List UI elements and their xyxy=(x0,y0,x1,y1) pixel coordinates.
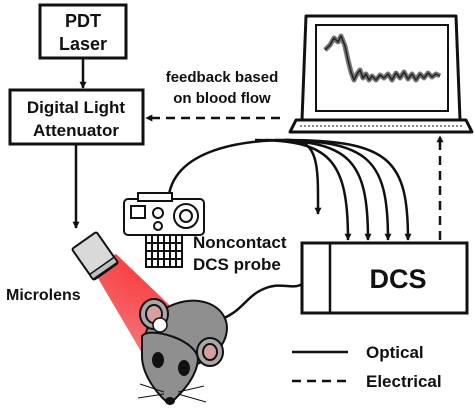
pdt-laser-label-line1: PDT xyxy=(65,11,101,31)
optical-fiber-bundle xyxy=(166,138,412,241)
attenuator-label-line2: Attenuator xyxy=(33,121,119,140)
dcs-label: DCS xyxy=(369,264,426,294)
probe-label-line2: DCS probe xyxy=(193,255,281,274)
microlens-label: Microlens xyxy=(6,287,81,304)
legend-optical-label: Optical xyxy=(366,343,424,362)
mouse-icon xyxy=(137,282,303,406)
pdt-laser-box: PDT Laser xyxy=(38,3,128,60)
dcs-probe-icon xyxy=(123,192,205,268)
laptop-icon xyxy=(288,14,474,134)
attenuator-box: Digital Light Attenuator xyxy=(8,88,145,146)
feedback-label-line1: feedback based xyxy=(166,69,279,86)
legend-electrical-label: Electrical xyxy=(366,372,442,391)
legend: Optical Electrical xyxy=(292,343,442,391)
probe-label-line1: Noncontact xyxy=(193,233,287,252)
attenuator-label-line1: Digital Light xyxy=(27,98,126,117)
microlens-icon xyxy=(71,231,119,281)
dcs-box: DCS xyxy=(300,241,469,315)
pdt-laser-label-line2: Laser xyxy=(59,34,107,54)
feedback-label-line2: on blood flow xyxy=(173,90,271,107)
